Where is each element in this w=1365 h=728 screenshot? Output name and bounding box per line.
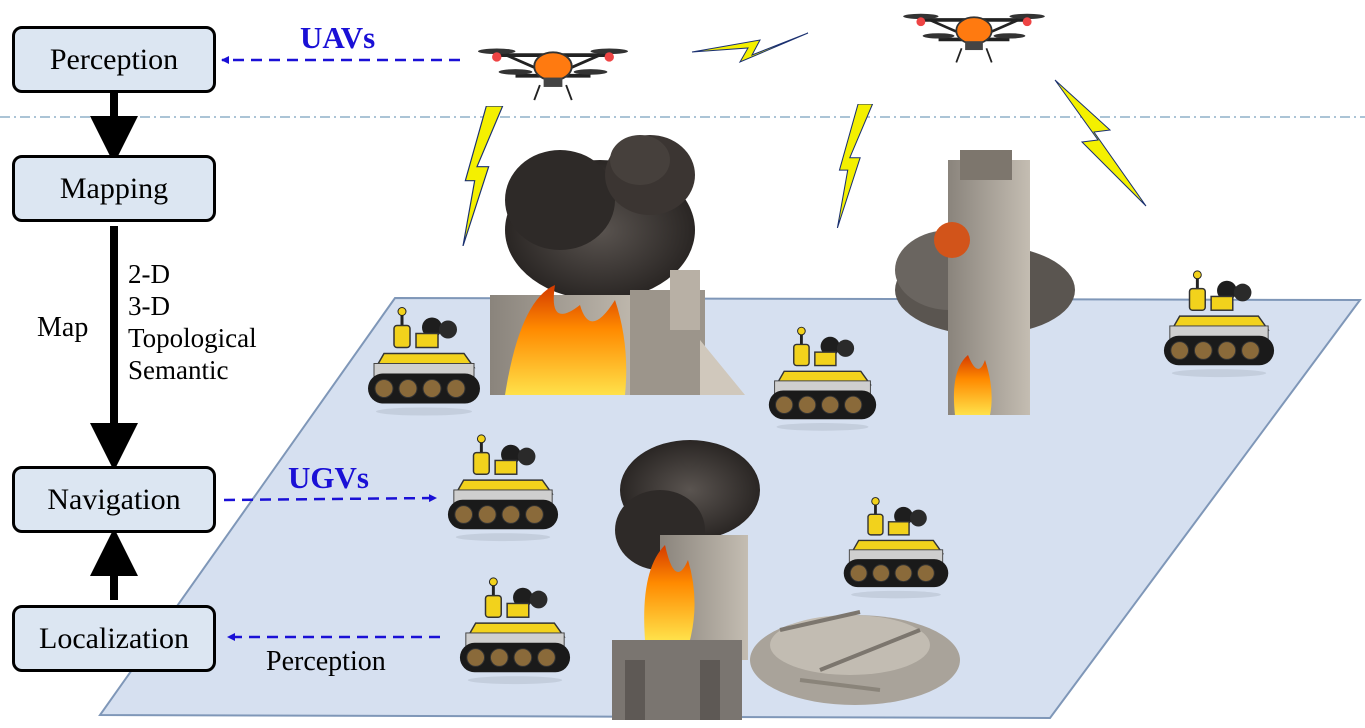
burning-building-icon bbox=[612, 440, 760, 720]
lightning-icon bbox=[836, 104, 874, 228]
lightning-icon bbox=[461, 106, 504, 246]
mapping-box: Mapping bbox=[12, 155, 216, 222]
perception-box: Perception bbox=[12, 26, 216, 93]
ugv-label: UGVs bbox=[288, 460, 369, 495]
drone-icon bbox=[478, 46, 628, 102]
burning-building-icon bbox=[490, 135, 745, 395]
ugv-robot-icon bbox=[1162, 269, 1276, 379]
localization-box: Localization bbox=[12, 605, 216, 672]
navigation-box: Navigation bbox=[12, 466, 216, 533]
rubble-icon bbox=[750, 610, 960, 705]
collapsed-tower-icon bbox=[895, 150, 1075, 415]
perception-label: Perception bbox=[266, 646, 386, 677]
map-type-2d: 2-D bbox=[128, 259, 170, 289]
uav-label: UAVs bbox=[300, 20, 376, 55]
map-type-semantic: Semantic bbox=[128, 355, 229, 385]
lightning-icon bbox=[691, 32, 809, 64]
map-type-topological: Topological bbox=[128, 323, 257, 353]
map-type-3d: 3-D bbox=[128, 291, 170, 321]
drone-icon bbox=[901, 11, 1047, 65]
map-label: Map bbox=[37, 312, 89, 343]
lightning-icon bbox=[1054, 79, 1147, 207]
